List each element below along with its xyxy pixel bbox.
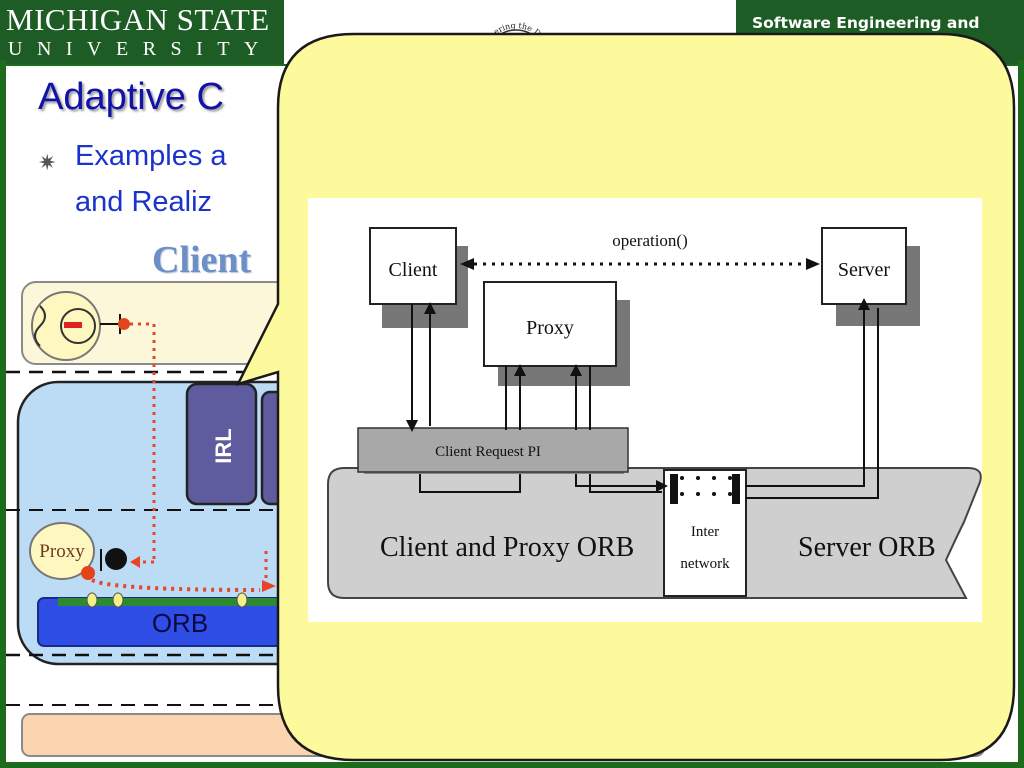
server-orb-label: Server ORB (798, 532, 936, 563)
orb-port-3 (236, 592, 248, 608)
proxy-orb-dot (81, 566, 95, 580)
orb-port-2 (112, 592, 124, 608)
orb-loop-client (419, 474, 521, 493)
server-label: Server (838, 259, 891, 281)
monitor-port-dot (118, 318, 130, 330)
dotted-path-vertical (130, 322, 156, 562)
irl-box (185, 382, 258, 506)
bullet-text-line2: and Realiz (75, 186, 213, 218)
proxy-bubble (29, 522, 95, 580)
frame-right (1018, 60, 1024, 768)
internetwork-port-left (670, 474, 678, 504)
bullet-text-line1: Examples a (75, 140, 227, 172)
proxy-bubble-label: Proxy (39, 541, 85, 562)
lab-name-line1: Software Engineering and (752, 14, 980, 32)
diagram-heading: Client (152, 239, 252, 281)
frame-bottom (0, 762, 1024, 768)
orb-bus (58, 598, 278, 606)
university-name: MICHIGAN STATE (6, 2, 270, 37)
orb-to-network-1 (575, 474, 668, 492)
corba-diagram-panel: Client and Proxy ORB Server ORB Inter ne… (308, 198, 982, 622)
corba-diagram: Client and Proxy ORB Server ORB Inter ne… (308, 198, 982, 622)
operation-arrow-left (460, 258, 474, 270)
monitor-icon (31, 291, 101, 361)
internetwork-label-line2: network (680, 556, 730, 572)
orb-label: ORB (152, 608, 208, 638)
arrow-head-proxy (130, 556, 140, 568)
network-to-server-2 (746, 308, 879, 499)
slide-title: Adaptive C (38, 76, 224, 118)
network-to-server-1 (746, 298, 870, 487)
university-subtitle: UNIVERSITY (8, 38, 273, 60)
orb-port-1 (86, 592, 98, 608)
operation-arrow-right (806, 258, 820, 270)
client-request-pi-box (357, 427, 629, 473)
internetwork-port-right (732, 474, 740, 504)
msu-logo: MICHIGAN STATE UNIVERSITY (0, 0, 284, 64)
client-box (369, 227, 457, 305)
proxy-box (483, 281, 617, 367)
operation-label: operation() (612, 231, 688, 250)
frame-left (0, 60, 6, 768)
orb-to-network-2 (589, 474, 662, 493)
client-request-pi-label: Client Request PI (435, 444, 541, 460)
bullet-star-icon: ✷ (38, 150, 57, 175)
irl-label: IRL (211, 428, 236, 463)
server-box (821, 227, 907, 305)
arrow-head-orb (262, 580, 276, 592)
proxy-label: Proxy (526, 317, 574, 339)
internetwork-dots (680, 476, 732, 496)
client-label: Client (389, 259, 438, 281)
client-orb-label: Client and Proxy ORB (380, 532, 634, 563)
internetwork-label-line1: Inter (691, 524, 719, 540)
proxy-port-circle (105, 548, 127, 570)
orb-backbone (327, 467, 982, 599)
